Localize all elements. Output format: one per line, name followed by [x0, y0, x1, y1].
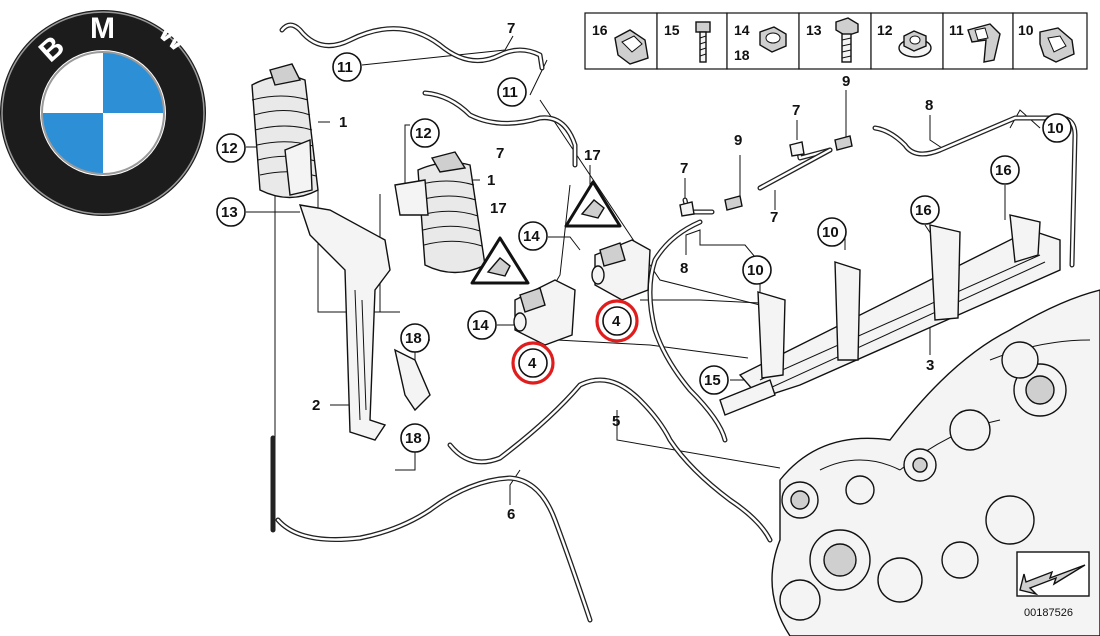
solenoid-valve-right: [591, 239, 651, 301]
flange-nut-icon: [898, 30, 932, 58]
callout-13: 13: [221, 204, 238, 221]
callout-7: 7: [496, 145, 504, 162]
callout-11: 11: [502, 84, 518, 101]
front-direction-arrow-icon: [1016, 551, 1090, 597]
callout-6: 6: [507, 506, 515, 523]
callout-17: 17: [490, 200, 507, 217]
callout-7: 7: [792, 102, 800, 119]
legend-number-13: 13: [806, 22, 822, 38]
solenoid-valve-left: [513, 279, 576, 346]
bmw-logo: B M W: [0, 10, 206, 216]
cable-clip-icon: [1039, 27, 1075, 63]
highlight-ring: [511, 341, 555, 385]
callout-15: 15: [704, 372, 721, 389]
vacuum-reservoir-upper: [251, 63, 319, 199]
callout-11: 11: [337, 59, 353, 76]
diagram-reference-number: 00187526: [1024, 607, 1073, 619]
callout-8: 8: [925, 97, 933, 114]
hardware-legend: 16 15 14 18 13 12 11 10: [584, 12, 1088, 70]
callout-14: 14: [472, 317, 489, 334]
highlight-ring: [595, 299, 639, 343]
legend-number-10: 10: [1018, 22, 1034, 38]
part-callouts: 11 7 11 12 1 12 7 1 13 17 17 14 14 4 4 1…: [216, 20, 1072, 523]
callout-16: 16: [995, 162, 1012, 179]
callout-1: 1: [339, 114, 347, 131]
warning-triangle-icon: [564, 180, 622, 228]
spring-clip-icon: [614, 29, 649, 65]
mounting-bracket: [298, 204, 431, 441]
callout-7: 7: [770, 209, 778, 226]
callout-10: 10: [822, 224, 839, 241]
callout-18: 18: [405, 430, 422, 447]
callout-7: 7: [680, 160, 688, 177]
hex-nut-icon: [759, 26, 787, 53]
small-fittings: [679, 135, 853, 217]
logo-letter-m: M: [90, 12, 115, 45]
callout-5: 5: [612, 413, 620, 430]
callout-7: 7: [507, 20, 515, 37]
callout-2: 2: [312, 397, 320, 414]
callout-14: 14: [523, 228, 540, 245]
screw-icon: [695, 21, 711, 63]
heat-shield-rail: [719, 214, 1061, 416]
legend-number-18: 18: [734, 47, 750, 63]
callout-10: 10: [1047, 120, 1064, 137]
callout-12: 12: [221, 140, 238, 157]
callout-1: 1: [487, 172, 495, 189]
callout-17: 17: [584, 147, 601, 164]
legend-number-11: 11: [949, 22, 964, 38]
vacuum-reservoir-lower: [394, 151, 486, 274]
legend-number-12: 12: [877, 22, 893, 38]
callout-4: 4: [528, 355, 537, 372]
callout-4: 4: [612, 313, 621, 330]
legend-number-15: 15: [664, 22, 680, 38]
callout-3: 3: [926, 357, 934, 374]
callout-18: 18: [405, 330, 422, 347]
callout-9: 9: [842, 73, 850, 90]
legend-number-14: 14: [734, 22, 750, 38]
callout-16: 16: [915, 202, 932, 219]
hex-bolt-icon: [835, 17, 859, 63]
callout-10: 10: [747, 262, 764, 279]
turbocharger-manifold: [771, 289, 1100, 636]
warning-triangle-icon: [470, 236, 530, 285]
callout-12: 12: [415, 125, 432, 142]
callout-8: 8: [680, 260, 688, 277]
callout-9: 9: [734, 132, 742, 149]
bracket-clip-icon: [967, 23, 1001, 63]
vacuum-hoses: [270, 22, 1078, 623]
legend-number-16: 16: [592, 22, 608, 38]
